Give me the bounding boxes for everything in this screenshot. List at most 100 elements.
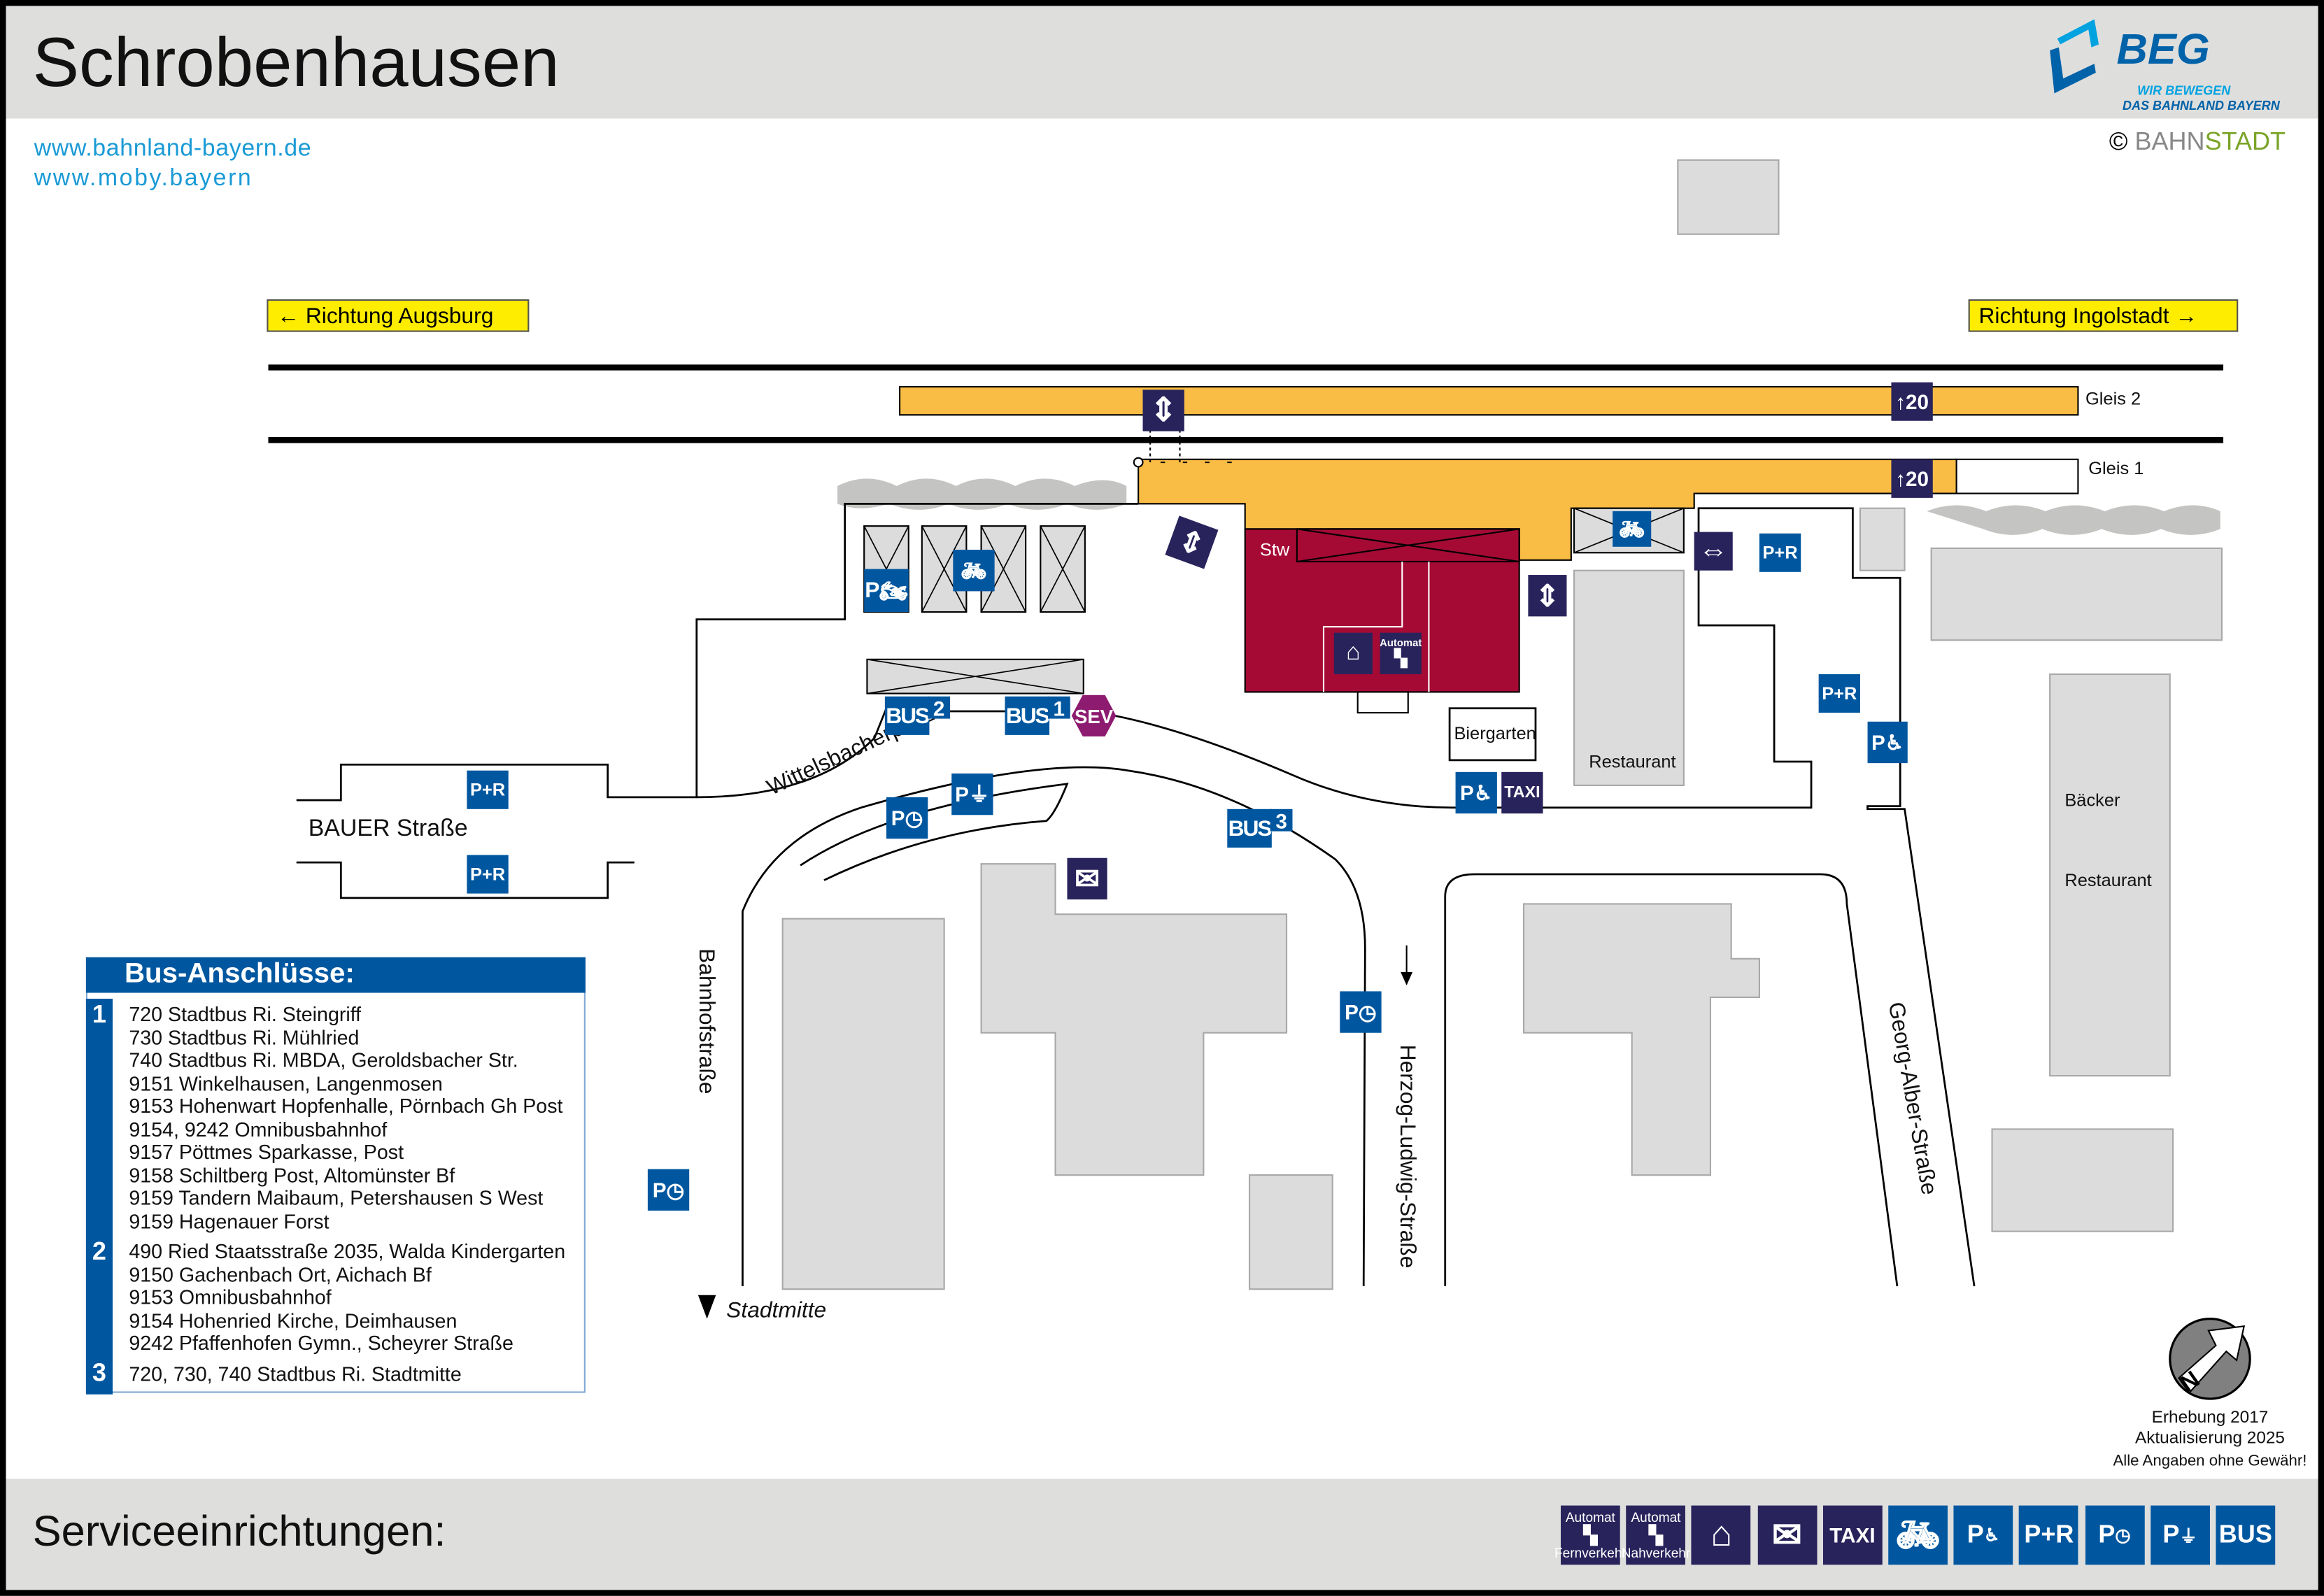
stop-number: 3: [92, 1358, 106, 1388]
bus-line-item: 740 Stadtbus Ri. MBDA, Geroldsbacher Str…: [129, 1049, 518, 1071]
bus-line-item: 9154, 9242 Omnibusbahnhof: [129, 1118, 388, 1141]
platform-length-icon: ↑20: [1891, 382, 1933, 421]
bus-line-item: 9242 Pfaffenhofen Gymn., Scheyrer Straße: [129, 1332, 513, 1355]
update-note: Aktualisierung 2025: [2134, 1430, 2285, 1448]
bus-stop-3-number: 3: [1270, 808, 1293, 832]
url-moby[interactable]: www.moby.bayern: [34, 166, 253, 192]
url-bahnland[interactable]: www.bahnland-bayern.de: [34, 136, 312, 162]
stellwerk-label: Stw: [1259, 539, 1290, 560]
waiting-room-icon: ⌂: [1333, 632, 1373, 675]
biergarten-label: Biergarten: [1454, 722, 1536, 744]
bus-connections-panel: Bus-Anschlüsse: 1 2 3 720 Stadtbus Ri. S…: [85, 957, 586, 1395]
park-and-ride-icon: P+R: [1818, 674, 1860, 713]
gleis-1-label: Gleis 1: [2088, 457, 2144, 479]
platform-gleis-2: [898, 385, 2079, 416]
stadtmitte-label: Stadtmitte: [726, 1297, 827, 1323]
park-and-ride-icon: P+R: [2019, 1505, 2079, 1565]
direction-augsburg-label: Richtung Augsburg: [305, 304, 494, 329]
beg-tagline-1: WIR BEWEGEN: [2137, 83, 2231, 98]
station-entrance: [1356, 691, 1409, 714]
bus-line-item: 9153 Omnibusbahnhof: [129, 1286, 332, 1309]
stop-number-strip: [85, 999, 113, 1395]
bus-line-item: 9158 Schiltberg Post, Altomünster Bf: [129, 1164, 455, 1187]
copyright-symbol: ©: [2109, 127, 2128, 156]
beg-tagline-2: DAS BAHNLAND BAYERN: [2122, 97, 2280, 113]
bahnstadt-stadt: STADT: [2204, 127, 2286, 156]
ticket-machine-regional-icon: Automat▚Nahverkehr: [1622, 1505, 1690, 1565]
bus-connections-title: Bus-Anschlüsse:: [85, 957, 586, 993]
bus-line-item: 730 Stadtbus Ri. Mühlried: [129, 1026, 360, 1048]
header-band: [6, 6, 2318, 119]
bus-stop-3-icon: BUS: [1227, 808, 1273, 848]
ev-charging-parking-icon: P⏚: [951, 773, 993, 815]
bus-line-item: 9157 Pöttmes Sparkasse, Post: [129, 1141, 404, 1164]
bike-parking-icon: 🚲︎: [1888, 1505, 1948, 1565]
gleis-2-label: Gleis 2: [2085, 388, 2141, 409]
crossing-point: [1133, 457, 1144, 468]
bus-line-item: 9159 Tandern Maibaum, Petershausen S Wes…: [129, 1187, 544, 1209]
ev-charging-parking-icon: P⏚: [2150, 1505, 2210, 1565]
post-icon: ✉︎: [1757, 1505, 1817, 1565]
direction-ingolstadt: Richtung Ingolstadt →: [1968, 299, 2239, 332]
bike-parking-icon: 🚲︎: [953, 550, 995, 592]
direction-ingolstadt-label: Richtung Ingolstadt: [1978, 304, 2169, 329]
post-icon: ✉︎: [1067, 857, 1107, 900]
north-arrow-icon: N: [2169, 1318, 2251, 1400]
ticket-machine-icon: Automat▚: [1380, 632, 1422, 675]
bus-line-item: 720 Stadtbus Ri. Steingriff: [129, 1003, 362, 1026]
ticket-machine-long-distance-icon: Automat▚Fernverkehr: [1554, 1505, 1627, 1565]
arrow-left-icon: ←: [277, 304, 299, 329]
short-term-parking-icon: P◷: [647, 1169, 690, 1211]
short-term-parking-icon: P◷: [886, 797, 928, 839]
bus-stop-2-number: 2: [928, 696, 951, 720]
disclaimer-note: Alle Angaben ohne Gewähr!: [2113, 1452, 2307, 1470]
bus-line-item: 9151 Winkelhausen, Langenmosen: [129, 1071, 443, 1095]
taxi-icon: TAXI: [1822, 1505, 1883, 1565]
stop-number: 1: [92, 1000, 106, 1029]
stop-number: 2: [92, 1237, 106, 1266]
elevator-icon: ⇕: [1528, 575, 1567, 617]
direction-augsburg: ← Richtung Augsburg: [267, 299, 530, 332]
passage-icon: ⇔: [1694, 532, 1733, 571]
waiting-room-icon: ⌂: [1692, 1505, 1752, 1565]
bus-icon: BUS: [2216, 1505, 2276, 1565]
survey-note: Erhebung 2017: [2151, 1409, 2269, 1427]
hedge-west: [837, 478, 1127, 510]
bus-line-item: 9159 Hagenauer Forst: [129, 1209, 330, 1232]
short-term-parking-icon: P◷: [1340, 991, 1382, 1033]
bike-parking-icon: 🚲︎: [1613, 511, 1652, 547]
disabled-parking-icon: P♿︎: [1953, 1505, 2013, 1565]
short-term-parking-icon: P◷: [2085, 1505, 2144, 1565]
motorcycle-parking-icon: P🏍︎: [864, 569, 909, 613]
bus-line-item: 9153 Hohenwart Hopfenhalle, Pörnbach Gh …: [129, 1095, 563, 1118]
herzog-ludwig-strasse-label: Herzog-Ludwig-Straße: [1394, 1044, 1420, 1269]
bus-line-item: 9150 Gachenbach Ort, Aichach Bf: [129, 1263, 432, 1285]
park-and-ride-icon: P+R: [467, 855, 509, 894]
service-facilities-title: Serviceeinrichtungen:: [32, 1508, 446, 1556]
bahnhofstrasse-label: Bahnhofstraße: [693, 948, 719, 1095]
arrow-right-icon: →: [2175, 304, 2198, 329]
taxi-icon: TAXI: [1501, 771, 1543, 814]
park-and-ride-icon: P+R: [467, 770, 509, 809]
bus-line-item: 720, 730, 740 Stadtbus Ri. Stadtmitte: [129, 1363, 462, 1385]
restaurant-label: Restaurant: [1589, 751, 1676, 772]
elevator-gleis-2-icon: ⇕: [1142, 390, 1184, 432]
platform-length-icon: ↑20: [1891, 459, 1933, 498]
baecker-label: Bäcker: [2064, 790, 2120, 811]
bahnstadt-bahn: BAHN: [2134, 127, 2205, 156]
stadtmitte-arrow-icon: [697, 1295, 716, 1319]
buildings: [781, 159, 2223, 1290]
platform-gleis-1-extension: [1955, 458, 2079, 494]
bauer-strasse-label: BAUER Straße: [308, 816, 468, 842]
bus-line-item: 9154 Hohenried Kirche, Deimhausen: [129, 1309, 458, 1332]
page-title: Schrobenhausen: [32, 22, 560, 101]
disabled-parking-icon: P♿︎: [1455, 771, 1497, 814]
beg-logo-text: BEG: [2116, 27, 2210, 74]
bahnstadt-logo: © BAHNSTADT: [2109, 127, 2286, 157]
bus-stop-1-number: 1: [1047, 696, 1070, 720]
bus-line-item: 490 Ried Staatsstraße 2035, Walda Kinder…: [129, 1240, 566, 1263]
bus-stop-2-icon: BUS: [884, 696, 930, 735]
hedge-east: [1927, 505, 2220, 535]
